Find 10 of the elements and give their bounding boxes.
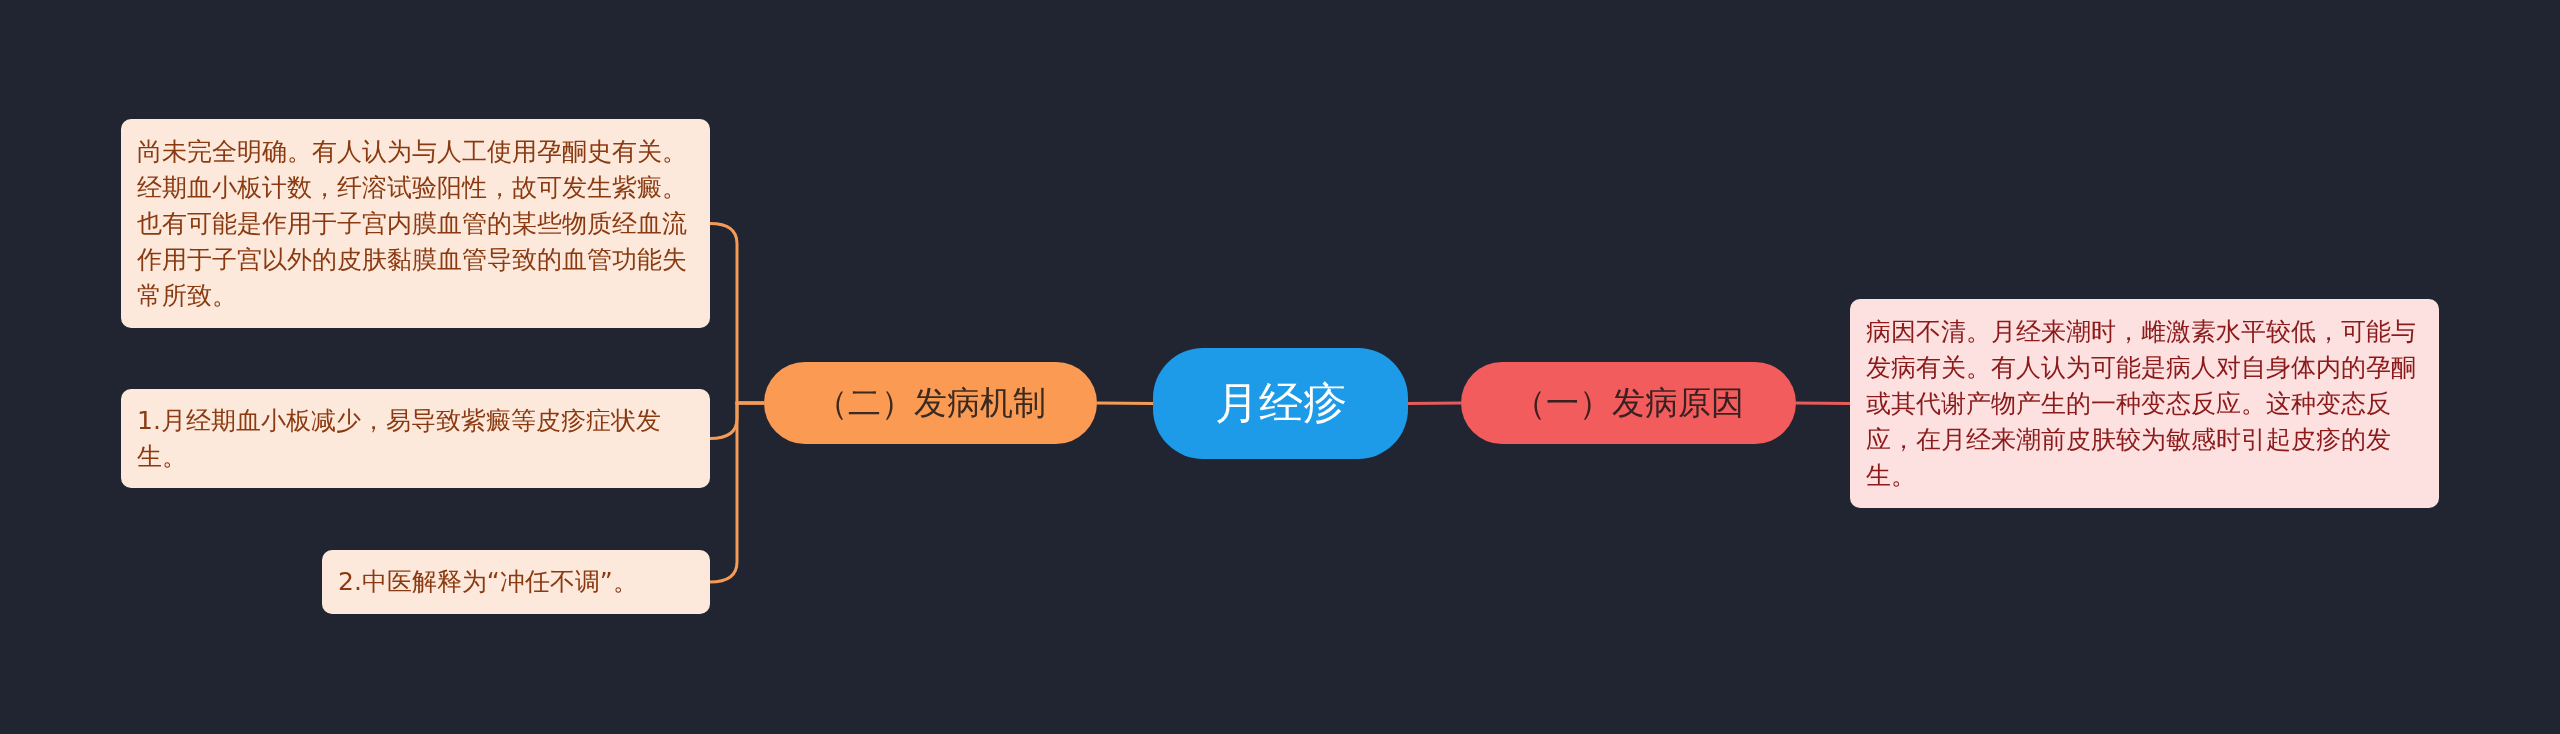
- note-box: 尚未完全明确。有人认为与人工使用孕酮史有关。经期血小板计数，纤溶试验阳性，故可发生紫癜。也有可能是作用于子宫内膜血管的某些物质经血流作用于子宫以外的皮肤黏膜血管导致的血管功能失常所致。: [121, 119, 710, 328]
- connector-line: [1408, 401, 1461, 405]
- connector-line: [1796, 401, 1850, 405]
- note-box: 1.月经期血小板减少，易导致紫癜等皮疹症状发生。: [121, 389, 710, 488]
- note-box: 病因不清。月经来潮时，雌激素水平较低，可能与发病有关。有人认为可能是病人对自身体内的孕酮或其代谢产物产生的一种变态反应。这种变态反应，在月经来潮前皮肤较为敏感时引起皮疹的发生。: [1850, 299, 2439, 508]
- central-topic: 月经疹: [1153, 348, 1408, 459]
- branch-topic: （一）发病原因: [1461, 362, 1796, 444]
- note-box: 2.中医解释为“冲任不调”。: [322, 550, 710, 614]
- branch-topic: （二）发病机制: [764, 362, 1097, 444]
- connector-line: [1097, 401, 1153, 405]
